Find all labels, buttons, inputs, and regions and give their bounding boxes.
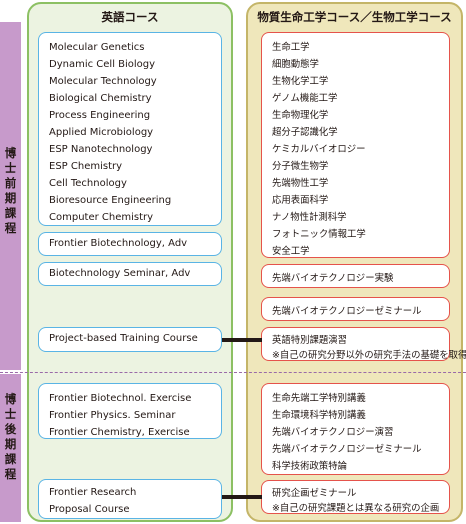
adv-seminar-box: 先端バイオテクノロジーゼミナール [261,297,450,321]
first-stage-label: 博 士 前 期 課 程 [4,146,17,235]
list-item: 科学技術政策特論 [272,461,348,472]
list-item: 先端バイオテクノロジー演習 [272,427,394,438]
list-item: Biological Chemistry [49,93,152,104]
research-seminar-label: 研究企画ゼミナール [272,488,357,499]
list-item: ESP Chemistry [49,161,123,172]
research-seminar-connector [222,495,262,499]
japanese-course-header: 物質生命工学コース／生物工学コース [257,10,452,24]
special-exercise-note: ※自己の研究分野以外の研究手法の基礎を取得 [272,350,466,361]
japanese-main-subjects-box: 生命工学 細胞動態学 生物化学工学 ゲノム機能工学 生命物理化学 超分子認識化学… [261,32,450,258]
list-item: Bioresource Engineering [49,195,172,206]
list-item: ゲノム機能工学 [272,93,338,104]
list-item: Frontier Research [49,487,137,498]
list-item: Applied Microbiology [49,127,154,138]
list-item: ケミカルバイオロジー [272,144,366,155]
biotechnology-seminar-box: Biotechnology Seminar, Adv [38,262,222,286]
list-item: 安全工学 [272,246,310,257]
list-item: ESP Nanotechnology [49,144,153,155]
english-doctoral-subjects-box: Frontier Biotechnol. Exercise Frontier P… [38,383,222,439]
list-item: Process Engineering [49,110,151,121]
second-stage-label: 博 士 後 期 課 程 [4,392,17,481]
frontier-biotechnology-box: Frontier Biotechnology, Adv [38,232,222,256]
list-item: Frontier Physics. Seminar [49,410,176,421]
list-item: Molecular Technology [49,76,157,87]
japanese-doctoral-subjects-box: 生命先端工学特別講義 生命環境科学特別講義 先端バイオテクノロジー演習 先端バイ… [261,383,450,475]
list-item: Frontier Biotechnol. Exercise [49,393,192,404]
list-item: 細胞動態学 [272,59,319,70]
english-course-header: 英語コース [101,10,159,24]
list-item: ナノ物性計測科学 [272,212,347,223]
list-item: 生命先端工学特別講義 [272,393,366,404]
list-item: 先端物性工学 [272,178,329,189]
special-exercise-label: 英語特別課題演習 [272,335,348,346]
special-exercise-box: 英語特別課題演習 ※自己の研究分野以外の研究手法の基礎を取得 [261,327,466,361]
adv-experiment-box: 先端バイオテクノロジー実験 [261,264,450,288]
list-item: 先端バイオテクノロジーゼミナール [272,444,422,455]
list-item: 生命物理化学 [272,110,329,121]
stage-divider [0,372,466,373]
frontier-biotechnology-label: Frontier Biotechnology, Adv [49,238,188,249]
frontier-research-box: Frontier Research Proposal Course [38,479,222,519]
list-item: Computer Chemistry [49,212,154,223]
list-item: 生物化学工学 [272,76,329,87]
list-item: Dynamic Cell Biology [49,59,156,70]
list-item: 応用表面科学 [272,195,329,206]
list-item: Frontier Chemistry, Exercise [49,427,190,438]
list-item: 分子微生物学 [272,161,329,172]
project-training-label: Project-based Training Course [49,333,198,344]
biotechnology-seminar-label: Biotechnology Seminar, Adv [49,268,191,279]
adv-experiment-label: 先端バイオテクノロジー実験 [272,273,394,284]
list-item: 超分子認識化学 [272,127,338,138]
list-item: 生命工学 [272,42,310,53]
english-main-subjects-box: Molecular Genetics Dynamic Cell Biology … [38,32,222,226]
research-seminar-box: 研究企画ゼミナール ※自己の研究課題とは異なる研究の企画 [261,480,450,514]
list-item: Molecular Genetics [49,42,145,53]
research-seminar-note: ※自己の研究課題とは異なる研究の企画 [272,503,440,514]
first-stage-bar [0,22,21,370]
list-item: 生命環境科学特別講義 [272,410,366,421]
list-item: フォトニック情報工学 [272,229,366,240]
second-stage-bar [0,374,21,522]
project-training-connector [222,338,262,342]
list-item: Cell Technology [49,178,127,189]
list-item: Proposal Course [49,504,130,515]
adv-seminar-label: 先端バイオテクノロジーゼミナール [272,306,422,317]
project-training-box: Project-based Training Course [38,327,222,352]
